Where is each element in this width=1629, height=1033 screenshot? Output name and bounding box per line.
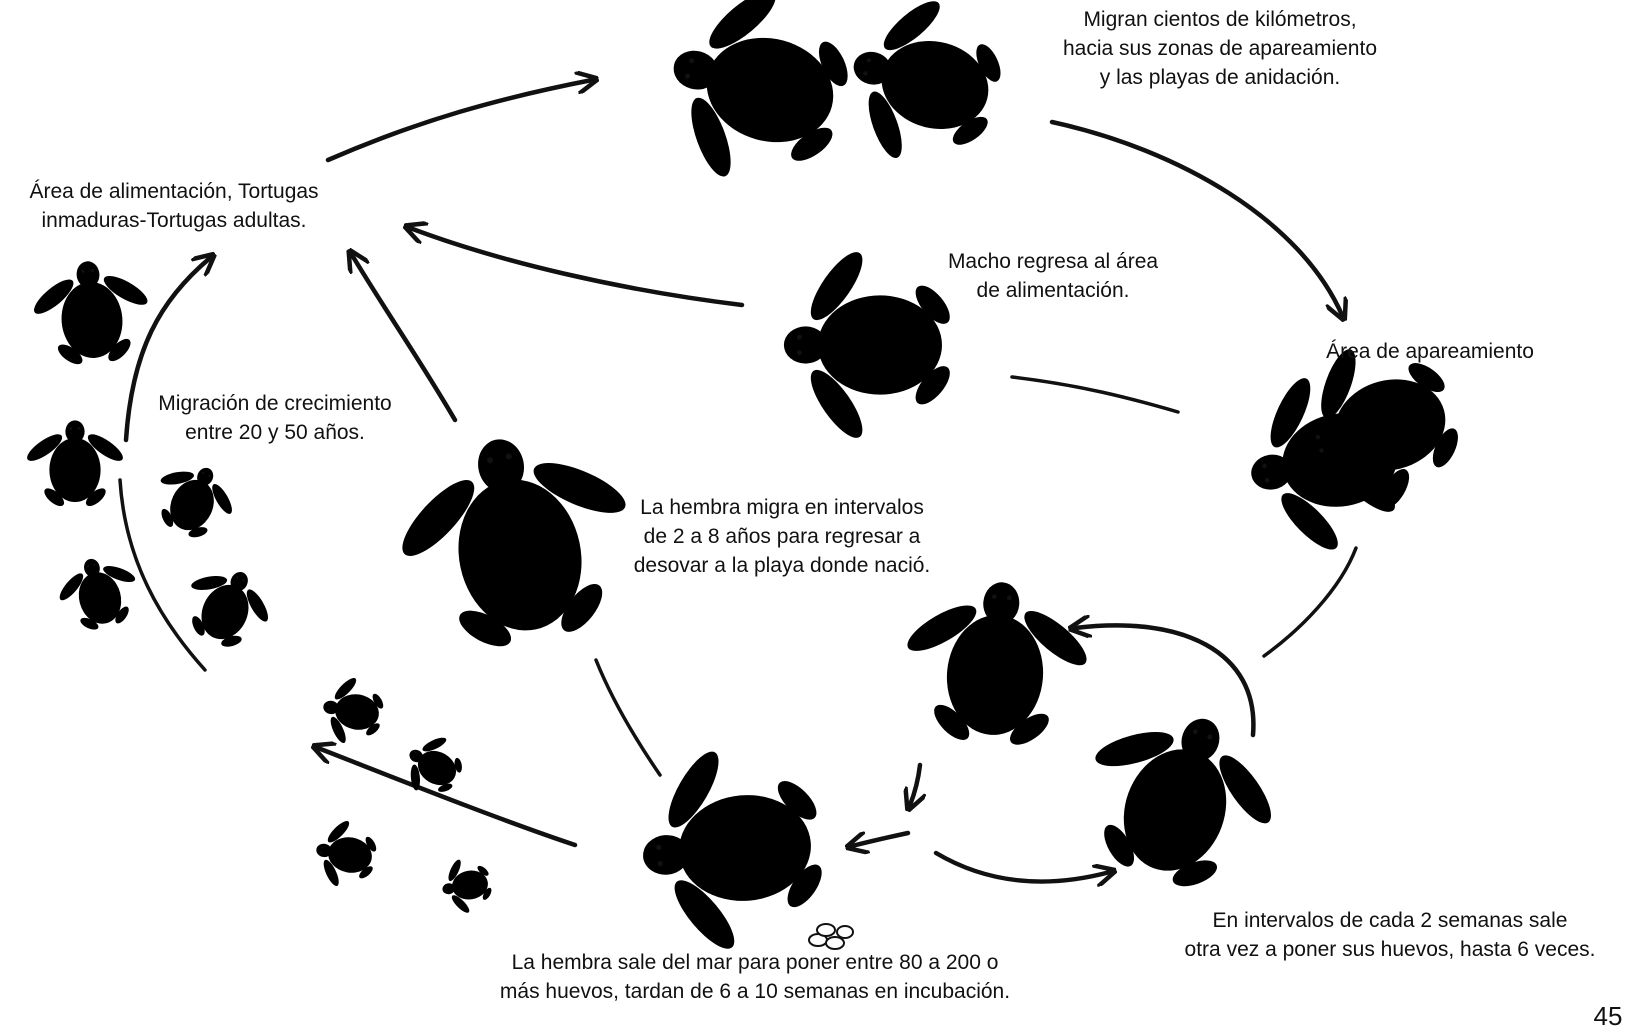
turtle-interval xyxy=(1055,686,1302,916)
arrow-down-to-nest xyxy=(910,765,920,805)
label-migrate: Migran cientos de kilómetros, hacia sus … xyxy=(1030,5,1410,92)
eggs xyxy=(809,924,853,949)
juvenile-turtle-2 xyxy=(23,420,126,509)
page-number: 45 xyxy=(1588,1002,1628,1031)
hatchling-3 xyxy=(310,814,382,894)
juvenile-turtle-4 xyxy=(49,548,149,639)
label-mating-area: Área de apareamiento xyxy=(1300,337,1560,366)
arrow-nest-to-interval xyxy=(936,853,1110,881)
turtle-returning xyxy=(892,574,1099,757)
label-female-migrates: La hembra migra en intervalos de 2 a 8 a… xyxy=(612,493,952,580)
label-male-returns: Macho regresa al área de alimentación. xyxy=(928,247,1178,305)
arrow-male-return xyxy=(410,228,742,305)
hatchling-1 xyxy=(317,671,389,751)
line-female-to-nest xyxy=(596,660,660,775)
arrow-feeding-to-migration xyxy=(328,80,592,160)
juvenile-turtle-1 xyxy=(26,256,157,372)
line-male-to-mating xyxy=(1012,377,1178,412)
label-nesting-interval: En intervalos de cada 2 semanas sale otr… xyxy=(1165,906,1615,964)
arrow-to-nest-female xyxy=(852,833,908,846)
turtle-migrating-1 xyxy=(647,0,872,210)
juvenile-turtle-3 xyxy=(141,451,247,552)
turtle-female-nesting xyxy=(634,735,835,963)
line-mating-to-nesting xyxy=(1264,548,1356,656)
arrow-return-to-nesting xyxy=(1075,625,1253,735)
label-feeding-area: Área de alimentación, Tortugas inmaduras… xyxy=(6,177,342,235)
turtle-migrating-2 xyxy=(832,0,1022,186)
hatchling-4 xyxy=(437,853,496,919)
label-female-nests: La hembra sale del mar para poner entre … xyxy=(470,948,1040,1006)
label-growth-migration: Migración de crecimiento entre 20 y 50 a… xyxy=(140,389,410,447)
